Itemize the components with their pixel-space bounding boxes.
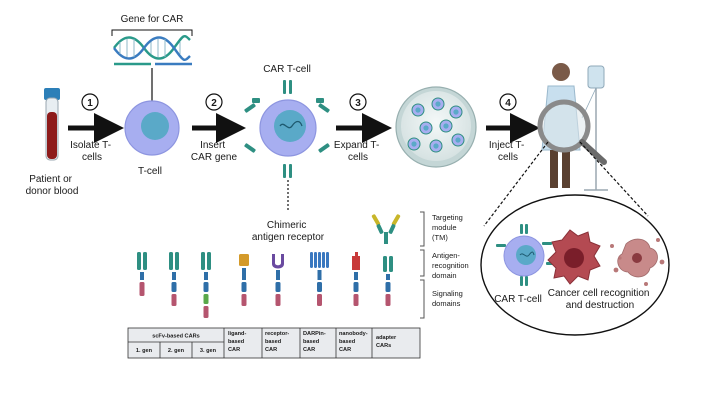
step-arrow-1: 1 Isolate T- cells <box>68 93 124 163</box>
zoom-line-right <box>579 141 649 217</box>
signaling-domains-label: Signaling domains <box>432 289 465 308</box>
targeting-module-label: Targeting module (TM) <box>432 213 465 242</box>
car-variant-3gen <box>201 252 211 318</box>
car-variant-nanobody <box>352 252 360 306</box>
car-tcell-label: CAR T-cell <box>263 64 311 75</box>
table-type-darpin: DARPin- based CAR <box>303 331 327 353</box>
antigen-domain-label: Antigen- recognition domain <box>432 251 471 280</box>
step-number-3: 3 <box>355 98 361 109</box>
step-number-1: 1 <box>87 98 93 109</box>
tcell-icon <box>124 100 180 156</box>
tcell-label: T-cell <box>138 166 162 177</box>
step-arrow-2: 2 Insert CAR gene <box>191 93 246 163</box>
step-number-4: 4 <box>505 98 511 109</box>
step-number-2: 2 <box>211 98 217 109</box>
cancer-cell-icon <box>547 229 601 285</box>
zoom-car-tcell-icon <box>496 224 556 286</box>
table-type-adapter: adapter CARs <box>376 335 398 349</box>
dna-icon <box>113 35 192 66</box>
table-gen-2: 2. gen <box>168 348 185 354</box>
car-variant-1gen <box>137 252 147 296</box>
car-variant-ligand <box>239 254 249 306</box>
step-label-3: Expand T- cells <box>334 140 382 163</box>
car-tcell-icon <box>244 80 330 178</box>
car-variant-2gen <box>169 252 179 306</box>
step-arrow-3: 3 Expand T- cells <box>334 93 392 163</box>
step-label-2: Insert CAR gene <box>191 140 238 163</box>
car-variant-darpin <box>310 252 329 306</box>
step-label-1: Isolate T- cells <box>70 140 114 163</box>
blood-tube-icon <box>44 88 60 161</box>
blood-label: Patient or donor blood <box>26 174 79 197</box>
gene-bracket <box>111 29 193 36</box>
car-type-table: scFv-based CARs 1. gen 2. gen 3. gen lig… <box>127 327 421 359</box>
zoom-car-tcell-label: CAR T-cell <box>494 294 542 305</box>
car-variant-receptor <box>272 254 284 306</box>
table-type-ligand: ligand- based CAR <box>228 331 248 353</box>
chimeric-label: Chimeric antigen receptor <box>252 220 325 243</box>
car-variants <box>137 214 401 318</box>
table-gen-1: 1. gen <box>136 348 153 354</box>
table-type-nanobody: nanobody- based CAR <box>339 331 369 353</box>
petri-dish-icon <box>395 86 477 168</box>
zoom-line-left <box>483 141 549 227</box>
patient-icon <box>537 63 608 191</box>
table-gen-3: 3. gen <box>200 348 217 354</box>
step-label-4: Inject T- cells <box>489 140 527 163</box>
domain-brackets <box>420 211 425 319</box>
table-type-receptor: receptor- based CAR <box>265 331 291 353</box>
destroyed-cell-icon <box>610 238 665 286</box>
zoom-result-label: Cancer cell recognition and destruction <box>548 288 653 311</box>
car-variant-adapter <box>371 214 401 306</box>
step-arrow-4: 4 Inject T- cells <box>486 93 540 163</box>
magnifier-icon <box>537 99 591 153</box>
gene-label: Gene for CAR <box>121 14 184 25</box>
table-group-header: scFv-based CARs <box>152 334 200 340</box>
